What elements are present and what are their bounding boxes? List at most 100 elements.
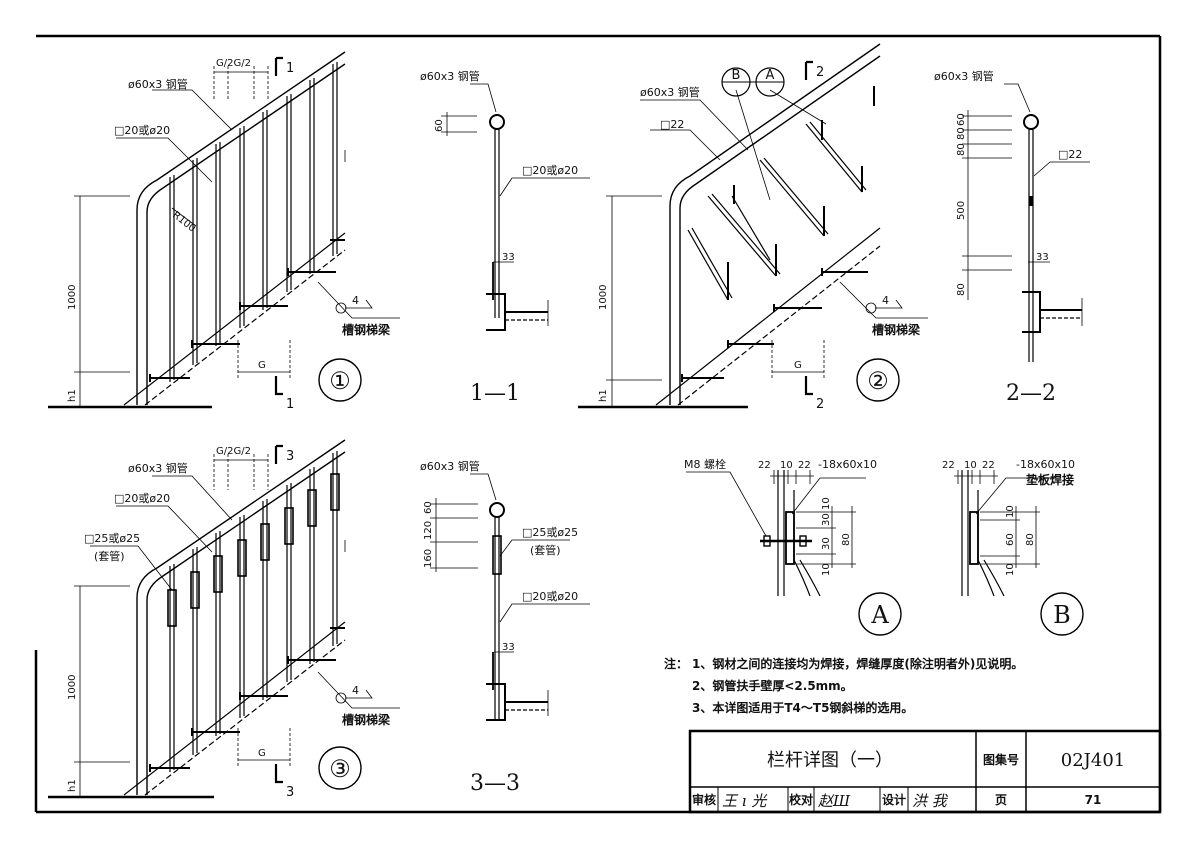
s1-dim-60: 60 [434, 119, 445, 132]
detail-a-marker [858, 592, 902, 636]
s2-dim-80b: 80 [956, 143, 967, 156]
s1-dim-33: 33 [502, 252, 515, 263]
cut-mark-top-3: 3 [286, 449, 294, 464]
s2-dim-33: 33 [1036, 252, 1049, 263]
handrail [136, 51, 346, 405]
s2-dim-80a: 80 [956, 127, 967, 140]
sleeve-label: □25或ø25 [84, 532, 140, 545]
bar-label: □20或ø20 [114, 124, 170, 137]
s3-sleeve-note: (套管) [530, 543, 561, 557]
height-h1-label-2: h1 [598, 389, 609, 402]
sleeves [167, 473, 340, 627]
b-plate-note: 垫板焊接 [1026, 472, 1074, 487]
review-label: 审核 [692, 792, 716, 807]
stair-stringer [123, 232, 346, 406]
elevation-1 [48, 51, 400, 409]
detail-label-b: B [1053, 601, 1071, 629]
page-label: 页 [995, 793, 1007, 807]
a-dim-side-10b: 10 [821, 563, 832, 576]
a-dim-side-10: 10 [821, 497, 832, 510]
beam-label: 槽钢梯梁 [342, 322, 390, 337]
a-dim-22a: 22 [758, 460, 771, 471]
treads [149, 239, 345, 382]
treads [681, 268, 868, 382]
b-dim-side-80: 80 [1025, 533, 1036, 546]
note-2: 2、钢管扶手壁厚<2.5mm。 [692, 678, 853, 693]
s1-bar-label: □20或ø20 [522, 164, 578, 177]
tread-spacing-label: G [258, 360, 266, 371]
section-3-3-text: ø60x3 钢管 □25或ø25 (套管) □20或ø20 60 120 160… [420, 459, 578, 796]
drawing-title: 栏杆详图（一） [767, 750, 893, 771]
weld-size-label: 4 [352, 294, 359, 307]
bolt-label: M8 螺栓 [684, 457, 726, 471]
b-plate-label: -18x60x10 [1016, 458, 1075, 471]
cut-mark-bottom-1: 1 [286, 397, 294, 412]
s3-dim-33: 33 [502, 642, 515, 653]
a-plate-label: -18x60x10 [818, 458, 877, 471]
s3-dim-60: 60 [423, 501, 434, 514]
a-dim-side-30b: 30 [821, 537, 832, 550]
s3-pipe-label: ø60x3 钢管 [420, 459, 480, 473]
sleeve-note: (套管) [94, 549, 125, 563]
beam-label-3: 槽钢梯梁 [342, 712, 390, 727]
elevation-number-2: ② [867, 367, 889, 395]
notes-lead: 注： [664, 656, 688, 671]
s3-dim-160: 160 [423, 549, 434, 568]
a-dim-10: 10 [780, 460, 793, 471]
pipe-label-3: ø60x3 钢管 [128, 461, 188, 475]
section-3-3 [430, 473, 590, 721]
a-dim-side-80: 80 [841, 533, 852, 546]
check-label: 校对 [789, 792, 813, 807]
beam-label-2: 槽钢梯梁 [872, 322, 920, 337]
b-dim-10: 10 [964, 460, 977, 471]
pipe-label: ø60x3 钢管 [128, 77, 188, 91]
elevation-number-3: ③ [329, 755, 351, 783]
note-1: 1、钢材之间的连接均为焊接，焊缝厚度(除注明者外)见说明。 [692, 656, 1023, 671]
section-label-2-2: 2—2 [1006, 381, 1056, 406]
tread-spacing-label-3: G [258, 748, 266, 759]
b-dim-side-10a: 10 [1005, 505, 1016, 518]
b-dim-side-10b: 10 [1005, 563, 1016, 576]
height-1000-label-3: 1000 [67, 675, 78, 700]
elevation-3 [48, 439, 400, 799]
balusters [169, 62, 338, 382]
detail-b [954, 470, 1084, 636]
height-h1-label: h1 [67, 389, 78, 402]
title-block-text: 栏杆详图（一） 图集号 02J401 审核 王 ı 光 校对 赵Ш 设计 洪 我… [692, 750, 1125, 810]
stair-stringer [655, 227, 881, 406]
height-h1-label-3: h1 [67, 779, 78, 792]
bar-label-3: □20或ø20 [114, 492, 170, 505]
section-label-3-3: 3—3 [470, 771, 520, 796]
elevation-1-marker [318, 358, 362, 402]
balusters [169, 451, 338, 772]
pipe-label-2: ø60x3 钢管 [640, 85, 700, 99]
elevation-number-1: ① [329, 367, 351, 395]
b-dim-22a: 22 [942, 460, 955, 471]
s2-pipe-label: ø60x3 钢管 [934, 69, 994, 83]
s2-dim-80c: 80 [956, 283, 967, 296]
s2-bar-label: □22 [1058, 148, 1082, 161]
section-label-1-1: 1—1 [470, 381, 520, 406]
bar22-label: □22 [660, 118, 684, 131]
note-3: 3、本详图适用于T4～T5钢斜梯的选用。 [692, 700, 913, 715]
elevation-2-text: ø60x3 钢管 □22 B A G 1000 h1 4 槽钢梯梁 2 2 ② [598, 65, 920, 412]
stair-stringer [123, 621, 346, 796]
b-dim-22b: 22 [982, 460, 995, 471]
weld-size-label-2: 4 [882, 294, 889, 307]
elevation-2 [578, 43, 928, 409]
handrail [136, 439, 346, 795]
spacing-label: G/2G/2 [216, 58, 251, 69]
notes: 注： 1、钢材之间的连接均为焊接，焊缝厚度(除注明者外)见说明。 2、钢管扶手壁… [664, 656, 1023, 715]
designer-signature: 洪 我 [912, 792, 949, 810]
title-block [688, 729, 1162, 814]
s3-bar-label: □20或ø20 [522, 590, 578, 603]
spacing-label-3: G/2G/2 [216, 446, 251, 457]
tread-spacing-label-2: G [794, 360, 802, 371]
s3-dim-120: 120 [423, 521, 434, 540]
elevation-3-text: ø60x3 钢管 □20或ø20 □25或ø25 (套管) G/2G/2 G 1… [67, 446, 390, 800]
cut-mark-top-2: 2 [816, 65, 824, 80]
height-1000-label: 1000 [67, 285, 78, 310]
detail-b-marker [1040, 592, 1084, 636]
a-dim-22b: 22 [798, 460, 811, 471]
